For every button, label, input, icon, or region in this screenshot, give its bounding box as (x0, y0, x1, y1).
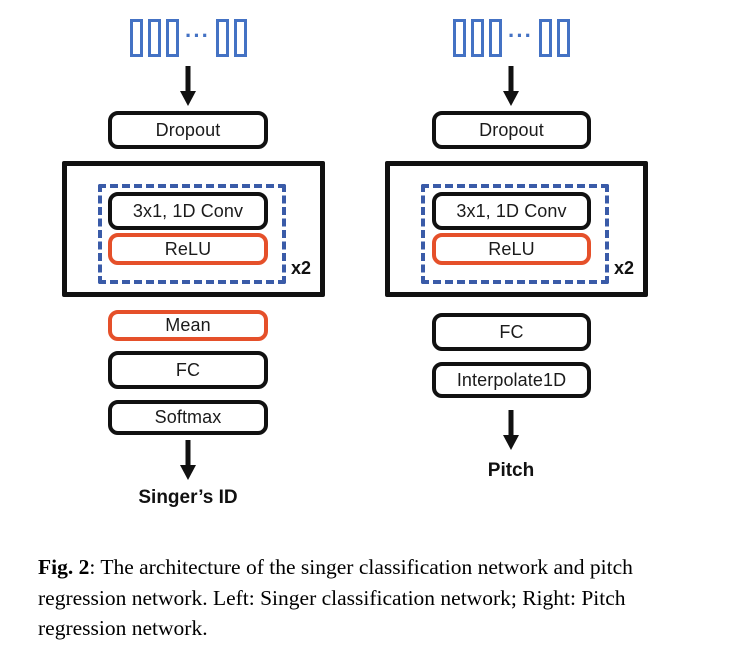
right-output-label: Pitch (487, 460, 535, 481)
input-frame-icon (215, 19, 229, 57)
right-dashed-repeat-group (421, 184, 609, 284)
left-node-mean[interactable]: Mean (108, 310, 268, 341)
right-input-frames: ··· (453, 18, 570, 58)
figure-caption: Fig. 2: The architecture of the singer c… (38, 552, 698, 644)
node-label: FC (175, 359, 201, 380)
left-node-conv[interactable]: 3x1, 1D Conv (108, 192, 268, 230)
right-arrow-interpolate-to-output (500, 410, 522, 450)
node-label: Softmax (154, 407, 222, 427)
right-node-dropout[interactable]: Dropout (432, 111, 591, 149)
node-label: 3x1, 1D Conv (132, 200, 244, 221)
left-input-frames: ··· (130, 18, 247, 58)
left-node-fc[interactable]: FC (108, 351, 268, 389)
left-node-relu[interactable]: ReLU (108, 233, 268, 265)
left-arrow-input-to-dropout (177, 66, 199, 106)
left-dashed-repeat-group (98, 184, 286, 284)
right-arrow-input-to-dropout (500, 66, 522, 106)
input-frame-icon (166, 19, 179, 57)
node-label: ReLU (164, 238, 212, 259)
node-label: Interpolate1D (456, 369, 567, 390)
input-frame-icon (538, 19, 552, 57)
left-repeat-label: x2 (291, 258, 312, 278)
input-frame-icon (453, 19, 466, 57)
node-label: ReLU (488, 238, 535, 259)
right-node-fc[interactable]: FC (432, 313, 591, 351)
figure-number: Fig. 2 (38, 555, 90, 579)
figure-diagram: ··· Dropout x2 3x1, 1D Conv ReLU Mean FC… (62, 18, 648, 508)
ellipsis-icon: ··· (508, 23, 533, 48)
caption-separator: : (89, 555, 96, 579)
input-frame-icon (233, 19, 247, 57)
right-node-interpolate1d[interactable]: Interpolate1D (432, 362, 591, 398)
left-node-dropout[interactable]: Dropout (108, 111, 268, 149)
input-frame-icon (556, 19, 570, 57)
node-label: Dropout (479, 119, 544, 140)
input-frame-icon (130, 19, 143, 57)
input-frame-icon (471, 19, 484, 57)
input-frame-icon (489, 19, 502, 57)
left-node-softmax[interactable]: Softmax (108, 400, 268, 435)
input-frame-icon (148, 19, 161, 57)
left-output-label: Singer’s ID (138, 487, 238, 508)
right-repeat-label: x2 (614, 258, 635, 278)
node-label: 3x1, 1D Conv (456, 200, 567, 221)
ellipsis-icon: ··· (185, 23, 210, 48)
left-arrow-softmax-to-output (177, 440, 199, 480)
right-node-conv[interactable]: 3x1, 1D Conv (432, 192, 591, 230)
node-label: FC (499, 321, 524, 342)
caption-body: The architecture of the singer classific… (38, 555, 633, 641)
node-label: Dropout (155, 119, 221, 140)
node-label: Mean (165, 315, 211, 335)
right-node-relu[interactable]: ReLU (432, 233, 591, 265)
